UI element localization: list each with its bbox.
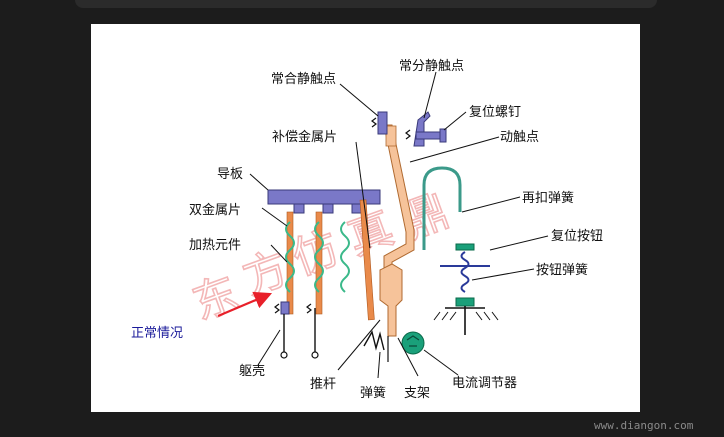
normally-open-contact <box>405 111 431 147</box>
site-watermark: www.diangon.com <box>594 419 694 432</box>
housing-terminals <box>274 301 319 359</box>
normally-closed-contact <box>371 111 388 135</box>
label-button-spring: 按钮弹簧 <box>536 262 588 278</box>
push-rod-assembly <box>363 330 389 362</box>
label-normally-open-contact: 常分静触点 <box>399 59 464 74</box>
heating-coil <box>285 221 350 293</box>
leader-lines <box>249 71 549 379</box>
label-reset-button: 复位按钮 <box>551 229 603 244</box>
label-spring: 弹簧 <box>360 385 386 401</box>
current-adjuster <box>401 331 425 355</box>
bimetal-strip-3 <box>359 199 375 321</box>
reclose-spring <box>422 166 462 250</box>
label-reclose-spring: 再扣弹簧 <box>522 190 574 206</box>
svg-text:东: 东 <box>186 267 245 330</box>
label-compensation-strip: 补偿金属片 <box>272 129 337 145</box>
label-bimetal-strip: 双金属片 <box>189 202 241 218</box>
label-normally-closed-contact: 常合静触点 <box>271 72 336 87</box>
label-moving-contact: 动触点 <box>500 130 539 145</box>
compensation-strip <box>385 125 397 147</box>
label-reset-screw: 复位螺钉 <box>469 105 521 120</box>
label-push-rod: 推杆 <box>310 377 336 392</box>
normal-state-arrow <box>217 291 273 318</box>
label-current-adjuster: 电流调节器 <box>452 376 517 391</box>
label-guide-plate: 导板 <box>217 167 243 182</box>
label-bracket: 支架 <box>404 386 430 401</box>
label-heating-element: 加热元件 <box>189 238 241 253</box>
guide-plate <box>267 189 381 214</box>
reset-screw <box>415 128 447 143</box>
label-housing: 躯壳 <box>239 363 265 379</box>
reset-button <box>433 243 499 335</box>
window-top-bar <box>75 0 657 8</box>
label-normal-state: 正常情况 <box>131 326 183 341</box>
moving-contact-lever <box>379 124 415 337</box>
